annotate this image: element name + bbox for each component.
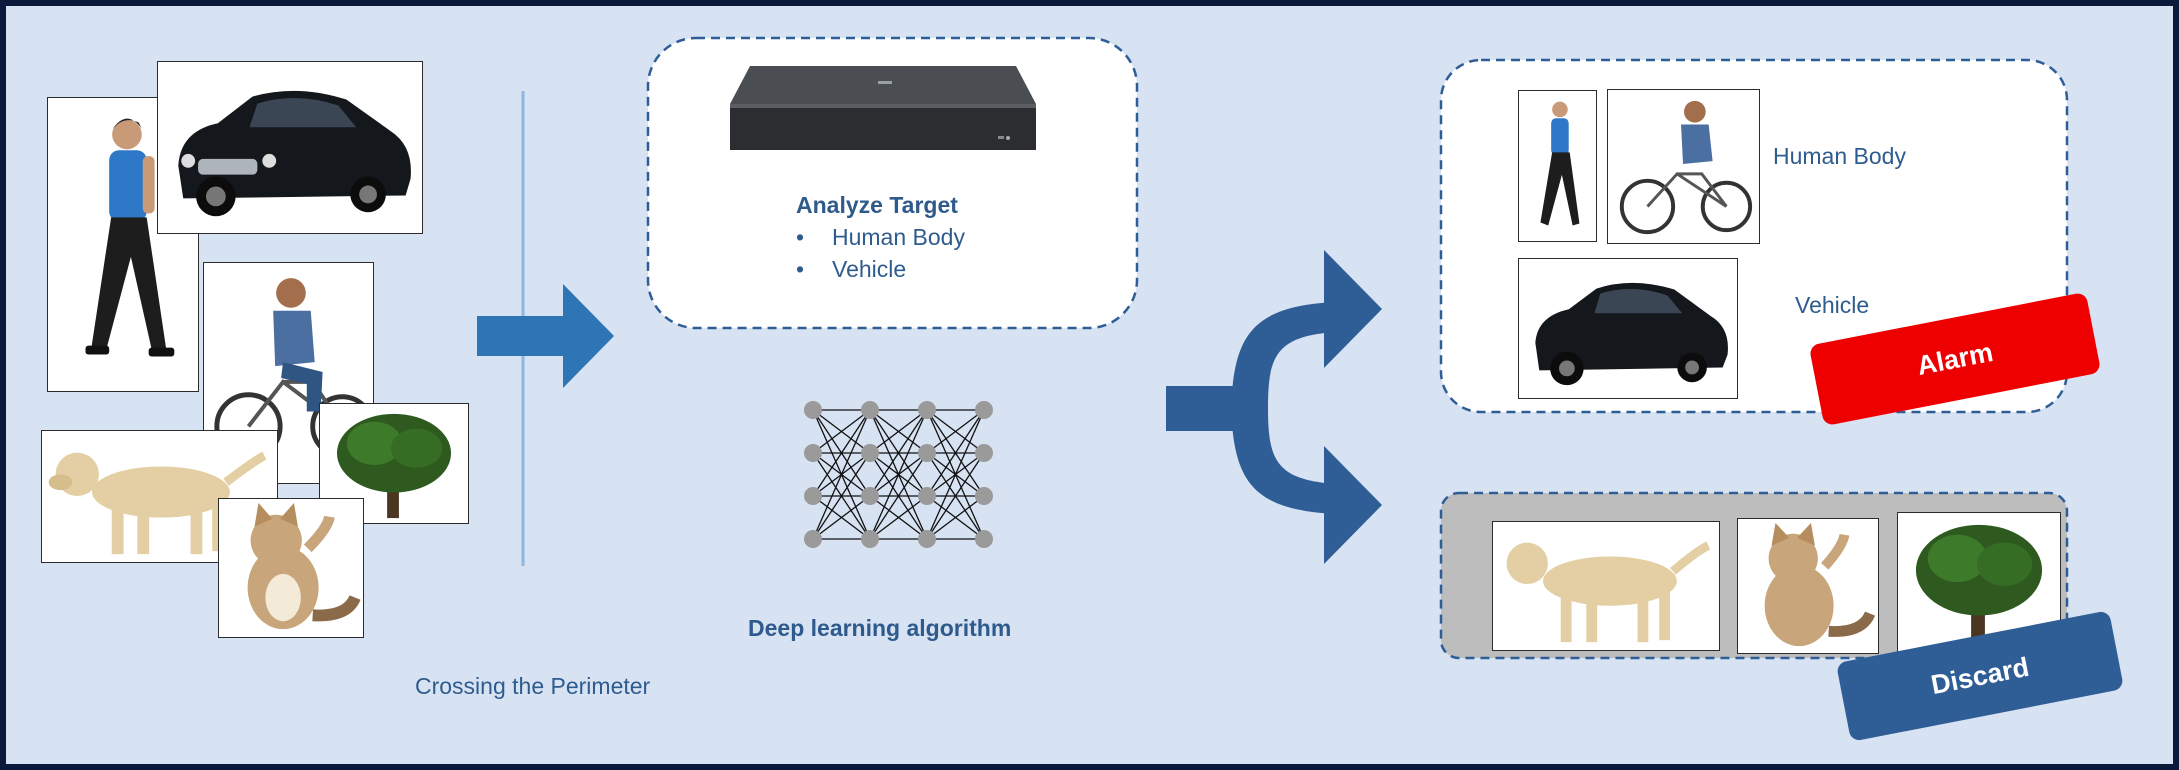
result-person-photo: [1518, 90, 1597, 242]
diagram-canvas: Analyze Target • Human Body • Vehicle Deep…: [6, 6, 2173, 764]
nn-node: [975, 401, 993, 419]
car-photo: [157, 61, 423, 234]
nn-connection: [869, 409, 928, 497]
nn-node: [861, 444, 879, 462]
nn-node: [804, 401, 822, 419]
analyze-item-human: • Human Body: [796, 224, 965, 251]
nn-node: [861, 530, 879, 548]
nn-node: [975, 530, 993, 548]
nn-node: [918, 530, 936, 548]
nn-connection: [869, 495, 928, 540]
neural-network-nodes: [804, 401, 993, 548]
nn-connection: [812, 409, 871, 497]
right-arrow: [477, 284, 614, 388]
neural-network-icon: [812, 409, 985, 540]
nn-connection: [812, 409, 871, 540]
perimeter-caption: Crossing the Perimeter: [415, 673, 651, 699]
dog-photo: [41, 430, 278, 563]
result-cat-photo: [1737, 518, 1879, 654]
nn-connection: [869, 409, 928, 540]
analyze-item-label: Vehicle: [832, 256, 907, 282]
bullet-icon: •: [796, 224, 805, 250]
bullet-icon: •: [796, 256, 805, 282]
nn-connection: [812, 495, 871, 540]
nn-connection: [926, 452, 985, 540]
nn-node: [861, 401, 879, 419]
nn-connection: [812, 452, 871, 540]
nn-node: [804, 444, 822, 462]
nn-connection: [869, 409, 928, 454]
nn-connection: [926, 409, 985, 497]
nn-node: [918, 401, 936, 419]
nn-connection: [812, 409, 871, 454]
nn-node: [975, 444, 993, 462]
result-cyclist-photo: [1607, 89, 1760, 244]
nvr-device-icon: [730, 66, 1036, 150]
analyze-item-label: Human Body: [832, 224, 965, 250]
human-body-label: Human Body: [1773, 143, 1906, 169]
nn-connection: [869, 452, 928, 540]
vehicle-label: Vehicle: [1795, 292, 1870, 318]
alarm-label: Alarm: [1914, 336, 1996, 381]
cat-photo: [218, 498, 364, 638]
nn-node: [861, 487, 879, 505]
result-dog-photo: [1492, 521, 1720, 651]
nn-connection: [926, 495, 985, 540]
nn-node: [804, 487, 822, 505]
discard-label: Discard: [1928, 651, 2032, 700]
nn-node: [975, 487, 993, 505]
nn-connection: [926, 409, 985, 454]
nn-node: [804, 530, 822, 548]
analyze-item-vehicle: • Vehicle: [796, 256, 906, 283]
nn-node: [918, 444, 936, 462]
nn-connection: [926, 409, 985, 540]
analyze-target-title: Analyze Target: [796, 192, 958, 218]
nn-node: [918, 487, 936, 505]
split-arrow: [1166, 250, 1382, 564]
algorithm-caption: Deep learning algorithm: [748, 615, 1012, 641]
result-car-photo: [1518, 258, 1738, 399]
